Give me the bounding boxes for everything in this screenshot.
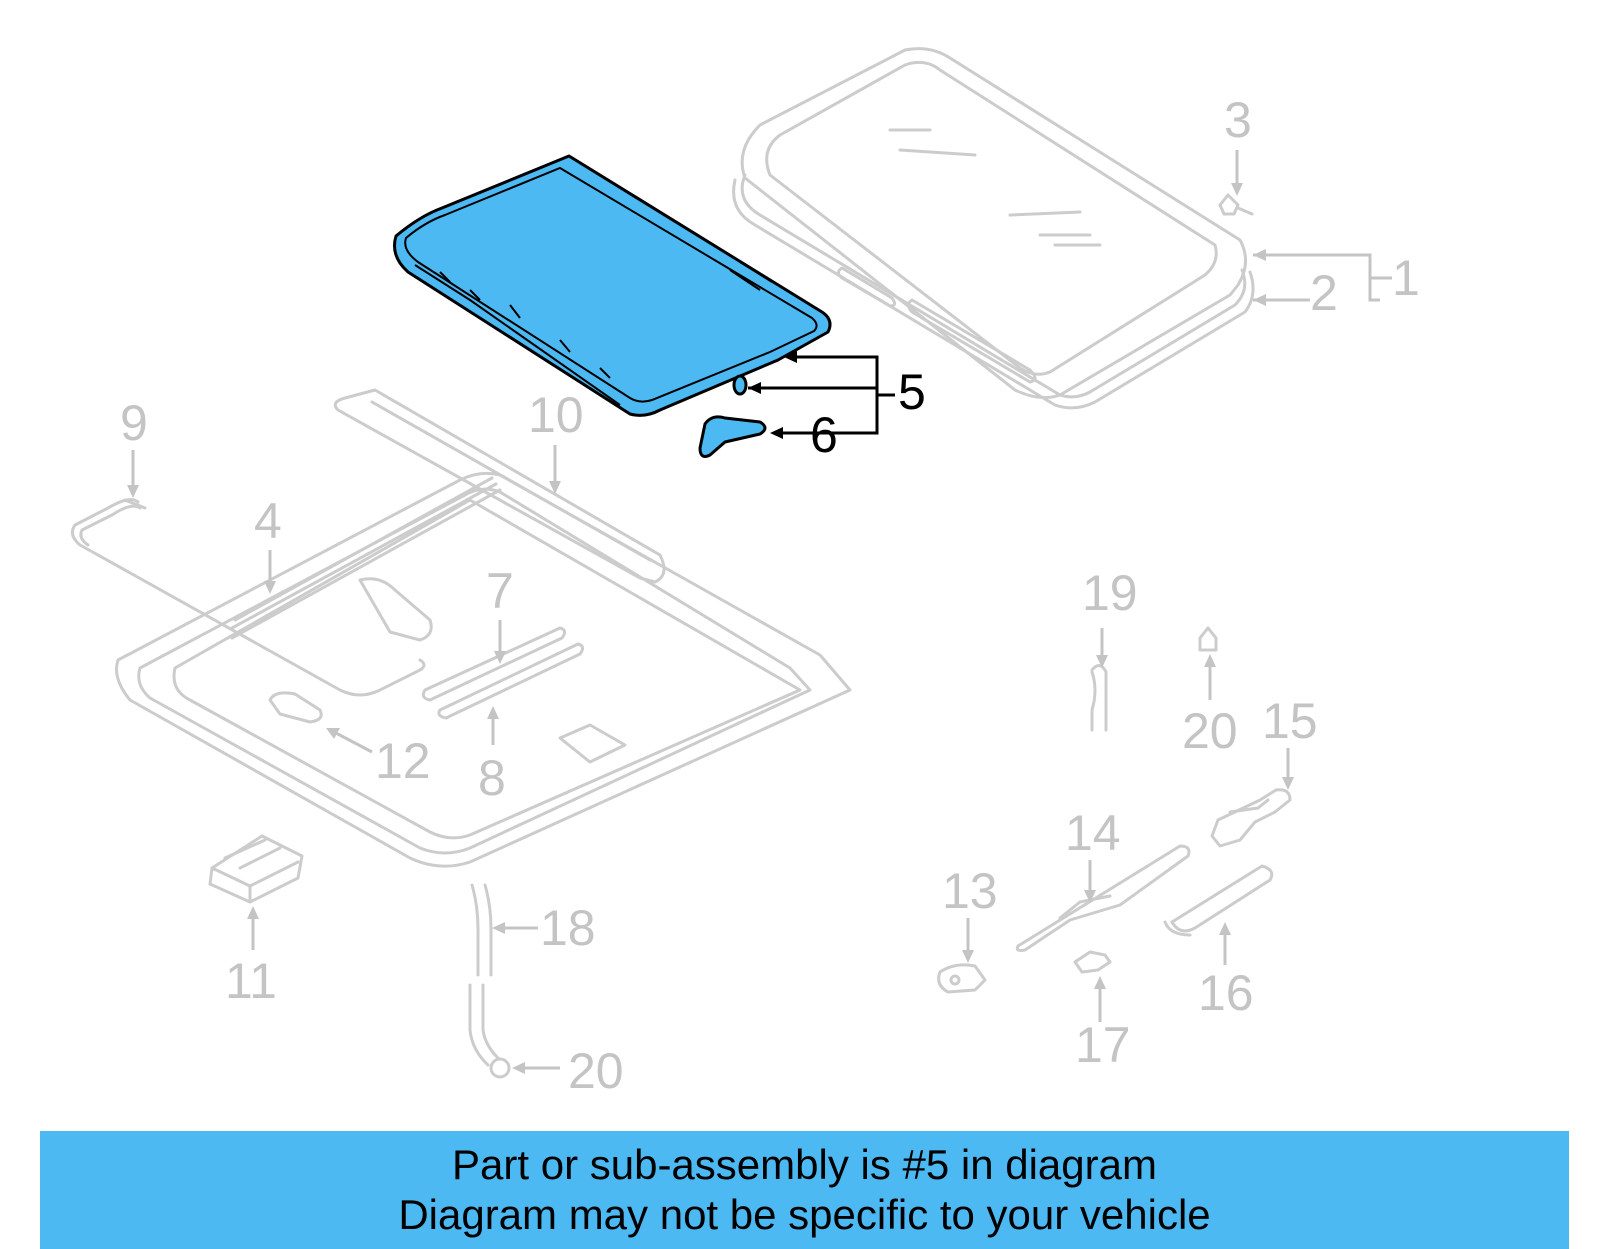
leader-17	[1094, 976, 1106, 1022]
part-5-sunroof-panel	[393, 154, 832, 417]
callout-14: 14	[1065, 805, 1121, 861]
caption-line-2: Diagram may not be specific to your vehi…	[398, 1191, 1211, 1238]
part-13-bracket	[937, 963, 987, 994]
leader-20a	[1204, 654, 1216, 700]
callout-10: 10	[528, 387, 584, 443]
leader-11	[247, 906, 259, 950]
callout-8: 8	[478, 750, 506, 806]
part-2-glass-seal	[732, 173, 1255, 410]
callout-17: 17	[1075, 1017, 1131, 1073]
part-8-slide	[437, 642, 585, 720]
leader-7	[494, 620, 506, 664]
callout-20-lower: 20	[568, 1043, 624, 1099]
leader-15	[1282, 748, 1294, 790]
part-19-hose	[1090, 664, 1108, 732]
leader-8	[487, 706, 499, 745]
callout-19: 19	[1082, 565, 1138, 621]
part-11-motor	[208, 834, 304, 904]
callout-4: 4	[254, 493, 282, 549]
callout-3: 3	[1224, 92, 1252, 148]
leader-1-2	[1253, 249, 1392, 306]
leader-3	[1231, 150, 1243, 196]
leader-20b	[512, 1062, 560, 1074]
leader-16	[1219, 922, 1231, 965]
part-4-sunroof-frame	[115, 471, 852, 868]
callout-7: 7	[486, 563, 514, 619]
part-9-drain-tube	[70, 498, 426, 697]
leader-13	[962, 918, 974, 963]
callout-1: 1	[1392, 250, 1420, 306]
leader-12	[326, 728, 373, 754]
callout-16: 16	[1198, 965, 1254, 1021]
callout-11: 11	[225, 953, 277, 1009]
callout-18: 18	[540, 900, 596, 956]
callout-15: 15	[1262, 693, 1318, 749]
leader-14	[1084, 860, 1096, 903]
leader-4	[264, 550, 276, 594]
part-20-clip	[1198, 626, 1218, 652]
callout-2: 2	[1310, 265, 1338, 321]
part-3-screw	[1218, 193, 1254, 216]
leader-5-6	[748, 351, 895, 439]
part-16-guide	[1163, 864, 1274, 937]
callout-5: 5	[898, 364, 926, 420]
caption-banner: Part or sub-assembly is #5 in diagram Di…	[40, 1131, 1569, 1249]
callout-13: 13	[942, 863, 998, 919]
seal-strips	[837, 266, 1037, 384]
part-17-clip	[1073, 950, 1112, 974]
callout-20-upper: 20	[1182, 703, 1238, 759]
callout-12: 12	[375, 733, 431, 789]
part-7-slide	[421, 626, 567, 702]
leader-9	[127, 450, 139, 498]
part-18-drain-hose	[468, 883, 511, 1079]
part-5-clip	[732, 374, 748, 396]
part-14-arm	[1015, 844, 1191, 952]
callout-9: 9	[120, 395, 148, 451]
leader-18	[492, 922, 538, 934]
caption-line-1: Part or sub-assembly is #5 in diagram	[452, 1141, 1157, 1188]
leader-10	[549, 445, 561, 494]
leader-19	[1096, 628, 1108, 668]
part-6-bracket	[698, 415, 767, 458]
callout-6: 6	[810, 407, 838, 463]
part-1-sunroof-glass	[740, 47, 1247, 400]
part-15-mechanism	[1210, 788, 1292, 848]
